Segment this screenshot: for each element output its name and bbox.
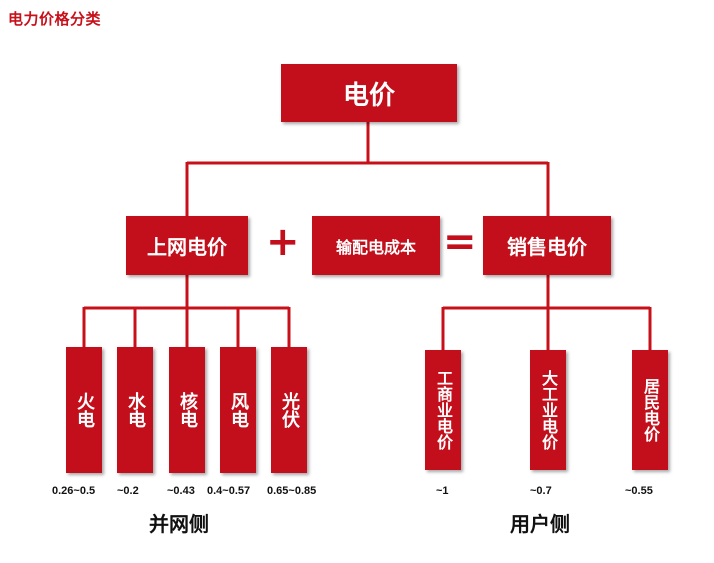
value-nuclear: ~0.43 [167,485,195,497]
value-thermal: 0.26~0.5 [52,485,96,497]
plus-sign: + [266,219,300,265]
leaf-nuclear: 核电 [169,347,205,473]
value-large-industry: ~0.7 [530,485,552,497]
value-solar: 0.65~0.85 [267,485,317,497]
sales-price-box: 销售电价 [483,216,611,275]
value-wind: 0.4~0.57 [207,485,251,497]
value-hydro: ~0.2 [117,485,139,497]
leaf-thermal: 火电 [66,347,102,473]
leaf-commercial: 工商业电价 [425,350,461,470]
leaf-large-industry: 大工业电价 [530,350,566,470]
user-side-label: 用户侧 [510,512,570,536]
equals-sign: = [443,219,477,265]
leaf-solar: 光伏 [271,347,307,473]
leaf-wind: 风电 [220,347,256,473]
generation-side-label: 并网侧 [149,512,209,536]
root-electricity-price: 电价 [281,64,457,122]
grid-price-box: 上网电价 [126,216,248,275]
transmission-cost-box: 输配电成本 [312,216,440,275]
value-commercial: ~1 [436,485,449,497]
leaf-hydro: 水电 [117,347,153,473]
page-title: 电力价格分类 [8,10,102,28]
value-residential: ~0.55 [625,485,653,497]
leaf-residential: 居民电价 [632,350,668,470]
